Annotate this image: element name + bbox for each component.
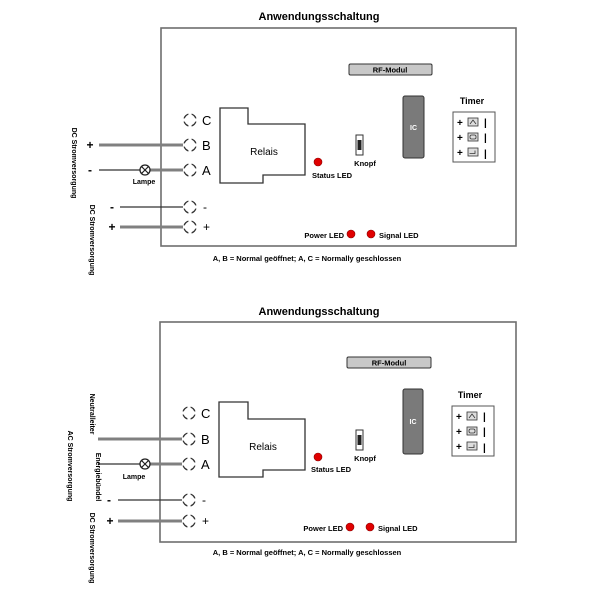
terminal-a-label: A: [201, 457, 210, 472]
rf-module-label: RF-Modul: [372, 359, 407, 368]
relay-label: Relais: [249, 442, 277, 453]
lamp-label: Lampe: [123, 474, 146, 481]
ic-label: IC: [410, 125, 417, 132]
supply-bottom-label: DC Stromversorgung: [88, 513, 95, 584]
dc-plus-sign: +: [106, 514, 113, 528]
timer-row: + |: [456, 411, 486, 423]
button-label: Knopf: [354, 159, 376, 168]
svg-text:|: |: [484, 118, 487, 129]
relay: [218, 401, 306, 478]
timer-row: + |: [457, 147, 487, 160]
svg-text:+: +: [457, 118, 463, 129]
dc-minus-sign: -: [110, 200, 114, 214]
rf-module: [346, 356, 432, 369]
svg-text:+: +: [457, 133, 463, 144]
signal-led-label: Signal LED: [379, 231, 419, 240]
supply-minus-sign: -: [88, 163, 92, 177]
lamp-icon: [139, 164, 151, 176]
terminal-a-label: A: [202, 163, 211, 178]
svg-text:|: |: [483, 427, 486, 438]
step-icon: [466, 441, 478, 451]
status-led: [313, 452, 323, 462]
rf-module: [348, 63, 433, 76]
switch-icon: [467, 117, 479, 127]
terminal-c-label: C: [202, 113, 211, 128]
button-label: Knopf: [354, 454, 376, 463]
lamp-icon: [139, 458, 151, 470]
ic-chip: [402, 388, 424, 455]
ac-supply-label: AC Stromversorgung: [66, 431, 73, 502]
svg-text:+: +: [456, 442, 462, 453]
svg-text:+: +: [456, 412, 462, 423]
diagram-title: Anwendungsschaltung: [259, 306, 380, 318]
status-led-label: Status LED: [311, 465, 352, 474]
live-label: Energiebündel: [94, 453, 101, 502]
contact-note: A, B = Normal geöffnet; A, C = Normally …: [213, 548, 402, 557]
supply-left-label: DC Stromversorgung: [70, 128, 77, 199]
lamp-label: Lampe: [133, 179, 156, 186]
power-led-label: Power LED: [303, 524, 343, 533]
terminal-neg-label: -: [203, 200, 207, 214]
relay: [219, 107, 306, 184]
dc-plus-sign: +: [108, 220, 115, 234]
terminal-pos-label: +: [203, 220, 210, 234]
supply-plus-sign: +: [86, 138, 93, 152]
dc-minus-sign: -: [107, 493, 111, 507]
button-knopf[interactable]: [355, 134, 364, 156]
terminal-pos-label: +: [202, 514, 209, 528]
timer-row: + |: [456, 426, 486, 438]
rf-module-label: RF-Modul: [373, 66, 408, 75]
relay-label: Relais: [250, 147, 278, 158]
terminal-b-label: B: [202, 138, 211, 153]
diagram-2: Anwendungsschaltung RF-Modul IC Relais S…: [66, 306, 517, 584]
neutral-label: Neutralleiter: [88, 394, 95, 435]
svg-text:|: |: [483, 443, 486, 454]
svg-text:|: |: [484, 149, 487, 160]
timer-row: + |: [457, 117, 487, 129]
svg-text:+: +: [457, 148, 463, 159]
power-led: [345, 522, 355, 532]
ic-chip: [402, 95, 425, 159]
step-icon: [467, 147, 479, 157]
loop-icon: [466, 426, 478, 436]
signal-led: [366, 229, 376, 239]
diagram-title: Anwendungsschaltung: [259, 11, 380, 23]
power-led-label: Power LED: [304, 231, 344, 240]
terminal-c-label: C: [201, 406, 210, 421]
signal-led-label: Signal LED: [378, 524, 418, 533]
contact-note: A, B = Normal geöffnet; A, C = Normally …: [213, 254, 402, 263]
button-knopf[interactable]: [355, 429, 364, 451]
switch-icon: [466, 411, 478, 421]
status-led: [313, 157, 323, 167]
signal-led: [365, 522, 375, 532]
svg-text:|: |: [483, 412, 486, 423]
terminal-neg-label: -: [202, 493, 206, 507]
status-led-label: Status LED: [312, 171, 353, 180]
terminal-b-label: B: [201, 432, 210, 447]
timer-row: + |: [456, 441, 486, 454]
power-led: [346, 229, 356, 239]
loop-icon: [467, 132, 479, 142]
timer-label: Timer: [460, 96, 485, 106]
supply-bottom-label: DC Stromversorgung: [88, 205, 95, 276]
ic-label: IC: [410, 419, 417, 426]
timer-label: Timer: [458, 390, 483, 400]
diagram-1: Anwendungsschaltung RF-Modul IC Relais S…: [70, 11, 517, 276]
timer-row: + |: [457, 132, 487, 144]
svg-text:|: |: [484, 133, 487, 144]
svg-text:+: +: [456, 427, 462, 438]
